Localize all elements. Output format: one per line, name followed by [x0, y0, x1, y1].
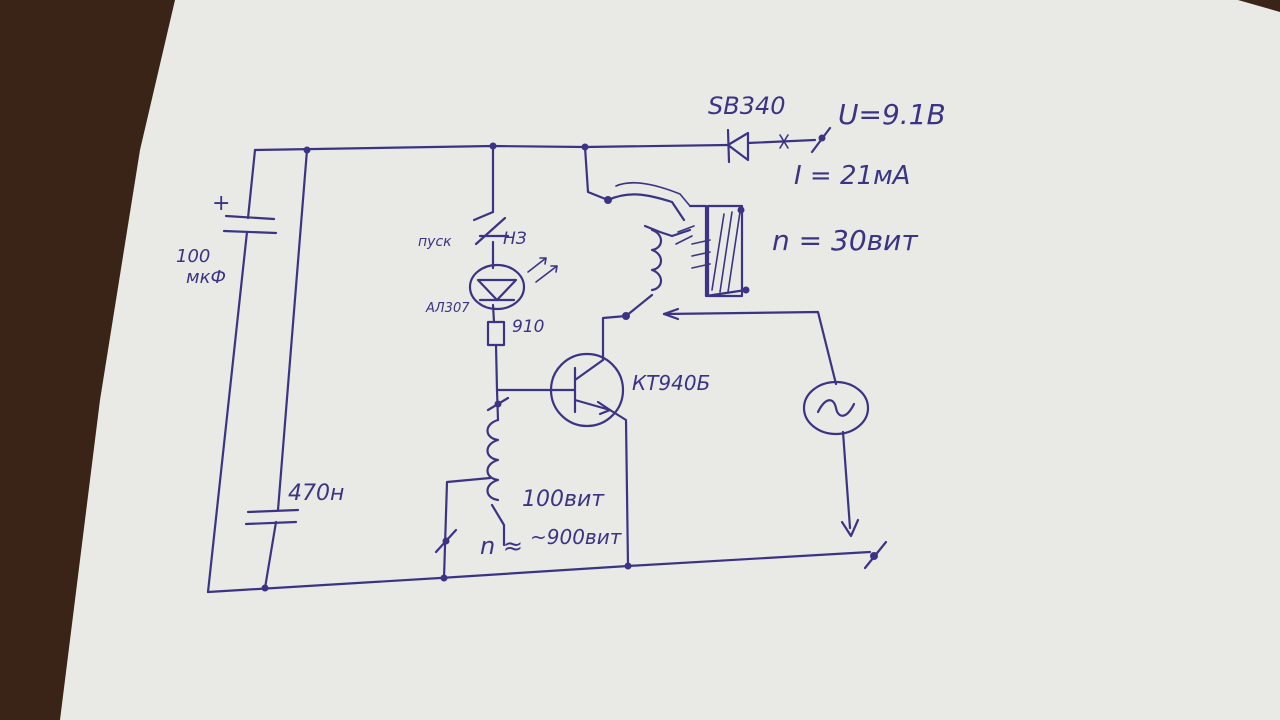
switch-icon	[472, 210, 510, 246]
coil-icon	[486, 396, 510, 502]
coil-n-scribble: ~900вит	[530, 525, 623, 549]
ac-source-icon	[802, 380, 870, 436]
diode-icon	[726, 128, 750, 164]
led-icon	[468, 257, 558, 311]
capacitor-470n-label: 470н	[288, 481, 344, 506]
supply-terminal	[810, 126, 832, 154]
labels: SB340 U=9.1B I = 21мА n = 30вит + 100 мк…	[176, 92, 946, 560]
current-label: I = 21мА	[794, 161, 910, 191]
coil-turns-label: 100вит	[522, 487, 605, 512]
transistor-icon	[549, 352, 625, 428]
circuit-wires	[206, 134, 872, 594]
paper-sheet	[60, 0, 1280, 720]
relay-turns-label: n = 30вит	[772, 224, 918, 257]
capacitor-icon	[244, 508, 300, 526]
switch-start-label: пуск	[418, 234, 452, 250]
capacitor-value-line1: 100	[176, 246, 210, 267]
relay-icon	[606, 181, 748, 298]
coil-n-label: n ≈	[480, 532, 523, 560]
switch-icon	[434, 528, 458, 554]
capacitor-icon	[222, 214, 278, 235]
transistor-label: КТ940Б	[632, 371, 710, 395]
capacitor-plus-label: +	[212, 191, 230, 216]
voltage-label: U=9.1B	[838, 98, 946, 131]
resistor-icon	[486, 320, 506, 347]
resistor-label: 910	[512, 317, 544, 337]
diode-label: SB340	[708, 92, 786, 120]
capacitor-value-line2: мкФ	[186, 267, 226, 288]
switch-nz-label: НЗ	[503, 229, 527, 249]
led-label: АЛ307	[425, 301, 470, 316]
